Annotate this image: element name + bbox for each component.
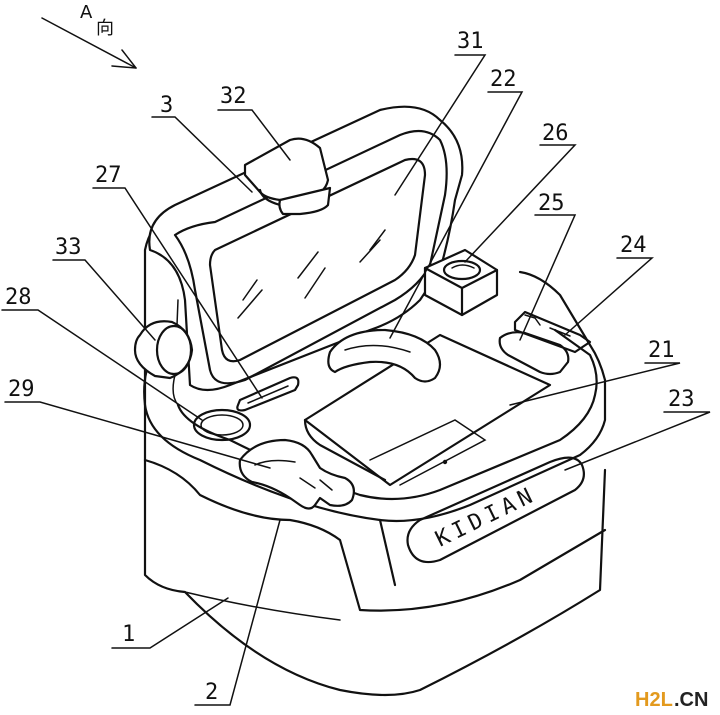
leader-lines	[1, 54, 711, 706]
callout-25: 25	[538, 191, 565, 216]
lid	[148, 105, 464, 392]
slot-27	[236, 376, 300, 412]
callout-26: 26	[542, 121, 569, 146]
watermark-brand: H2L	[635, 689, 673, 711]
reference-numerals: 31 22 32 3 26 27 25 24 33 28 21 29 23 1 …	[5, 29, 695, 705]
latch-32	[243, 137, 332, 216]
direction-arrow: A 向	[41, 2, 137, 69]
holder-22	[327, 328, 442, 383]
callout-1: 1	[122, 622, 135, 647]
mirror-31	[208, 157, 427, 363]
callout-22: 22	[490, 67, 517, 92]
nameplate-23: KIDIAN	[406, 456, 585, 564]
lower-body	[143, 458, 607, 697]
clip-24	[513, 310, 592, 354]
watermark: H2L .CN	[635, 689, 708, 711]
knob-33	[133, 320, 194, 380]
callout-28: 28	[5, 285, 32, 310]
cup-28	[192, 408, 252, 442]
callout-27: 27	[95, 163, 122, 188]
direction-char: 向	[96, 18, 114, 39]
holder-29	[238, 438, 355, 510]
callout-21: 21	[648, 338, 675, 363]
callout-32: 32	[220, 84, 247, 109]
callout-3: 3	[160, 93, 173, 118]
callout-23: 23	[668, 387, 695, 412]
watermark-domain: .CN	[674, 689, 708, 711]
callout-31: 31	[457, 29, 484, 54]
callout-33: 33	[55, 235, 82, 260]
callout-24: 24	[620, 233, 647, 258]
callout-29: 29	[8, 377, 35, 402]
callout-2: 2	[205, 680, 218, 705]
direction-letter: A	[80, 2, 93, 23]
block-26	[423, 248, 499, 317]
